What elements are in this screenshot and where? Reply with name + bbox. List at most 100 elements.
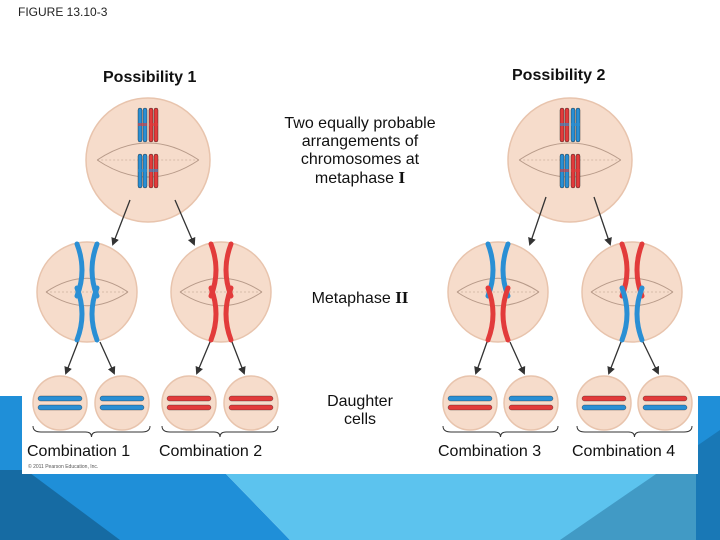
metaphase-2-numeral: II [395, 288, 409, 307]
daughter-line-2: cells [343, 411, 376, 428]
daughter-cell-1b [94, 375, 150, 431]
chromosome [37, 395, 83, 402]
metaphase-1-numeral: I [398, 168, 406, 187]
combination-3-label: Combination 3 [438, 443, 542, 460]
cell-body [94, 375, 150, 431]
chromatid [74, 285, 85, 343]
arrow-down-icon [174, 199, 196, 246]
arrow-down-icon [99, 341, 116, 375]
metaphase-1-line-1: Two equally probable [284, 115, 436, 132]
chromatid [485, 285, 496, 343]
centromere [138, 123, 147, 126]
metaphase-1-cell-possibility-2 [507, 97, 633, 223]
chromosome [581, 395, 627, 402]
combination-4-label: Combination 4 [572, 443, 676, 460]
possibility-1-label: Possibility 1 [103, 69, 197, 86]
chromosome [37, 404, 83, 411]
brace-icon [576, 425, 693, 438]
centromere [149, 169, 158, 172]
metaphase-1-cell-possibility-1 [85, 97, 211, 223]
spindle-fiber [518, 159, 622, 178]
chromosome [228, 404, 274, 411]
daughter-cells-label: Daughter cells [300, 393, 420, 429]
centromere [571, 169, 580, 172]
chromosome [99, 395, 145, 402]
arrow-down-icon [195, 341, 211, 375]
chromatid [89, 285, 100, 343]
daughter-line-1: Daughter [327, 393, 393, 410]
daughter-cell-1a [32, 375, 88, 431]
chromosome [166, 404, 212, 411]
chromosome [447, 395, 493, 402]
spindle-fiber [590, 277, 674, 293]
cell-body [223, 375, 279, 431]
chromosome [447, 404, 493, 411]
daughter-cell-3a [442, 375, 498, 431]
chromosome [166, 395, 212, 402]
chromatid [208, 285, 219, 343]
metaphase-2-cell-2 [170, 241, 272, 343]
daughter-cell-4b [637, 375, 693, 431]
spindle-fiber [456, 291, 540, 307]
cell-body [576, 375, 632, 431]
metaphase-1-word: metaphase [314, 170, 395, 187]
spindle-fiber [590, 291, 674, 307]
centromere [560, 123, 569, 126]
daughter-cell-2a [161, 375, 217, 431]
centromere [149, 123, 158, 126]
centromere [560, 169, 569, 172]
brace-icon [32, 425, 151, 438]
metaphase-1-line-4: metaphase I [254, 169, 466, 188]
metaphase-2-label: Metaphase II [290, 289, 430, 308]
chromatid [634, 285, 645, 343]
arrow-down-icon [642, 341, 659, 375]
daughter-cell-2b [223, 375, 279, 431]
metaphase-2-cell-4 [581, 241, 683, 343]
chromosome [581, 404, 627, 411]
combination-2-label: Combination 2 [159, 443, 263, 460]
possibility-2-label: Possibility 2 [512, 67, 606, 84]
daughter-cell-4a [576, 375, 632, 431]
spindle-fiber [45, 291, 129, 307]
chromosome [642, 404, 688, 411]
arrow-down-icon [607, 341, 622, 375]
cell-body [32, 375, 88, 431]
metaphase-2-cell-1 [36, 241, 138, 343]
chromosome [508, 404, 554, 411]
metaphase-1-line-2: arrangements of [301, 133, 419, 150]
arrow-down-icon [231, 341, 246, 375]
arrow-down-icon [528, 196, 547, 246]
daughter-cell-3b [503, 375, 559, 431]
metaphase-2-cell-3 [447, 241, 549, 343]
figure-label: FIGURE 13.10-3 [18, 5, 108, 19]
combination-1-label: Combination 1 [27, 443, 131, 460]
arrow-down-icon [474, 341, 488, 375]
chromatid [223, 285, 234, 343]
cell-body [161, 375, 217, 431]
cell-body [637, 375, 693, 431]
metaphase-2-word: Metaphase [311, 290, 391, 307]
cell-body [507, 97, 633, 223]
cell-body [442, 375, 498, 431]
chromosome [99, 404, 145, 411]
copyright-text: © 2011 Pearson Education, Inc. [28, 464, 99, 470]
cell-body [85, 97, 211, 223]
metaphase-1-label: Two equally probable arrangements of chr… [254, 115, 466, 188]
arrow-down-icon [509, 341, 526, 375]
chromosome [642, 395, 688, 402]
spindle-fiber [179, 291, 263, 307]
spindle-fiber [518, 142, 622, 161]
centromere [571, 123, 580, 126]
spindle-fiber [179, 277, 263, 293]
arrow-down-icon [593, 196, 612, 246]
chromosome [228, 395, 274, 402]
centromere [138, 169, 147, 172]
spindle-fiber [456, 277, 540, 293]
spindle-fiber [96, 159, 200, 178]
arrow-down-icon [64, 341, 79, 375]
arrow-down-icon [111, 199, 131, 246]
chromatid [500, 285, 511, 343]
cell-body [503, 375, 559, 431]
